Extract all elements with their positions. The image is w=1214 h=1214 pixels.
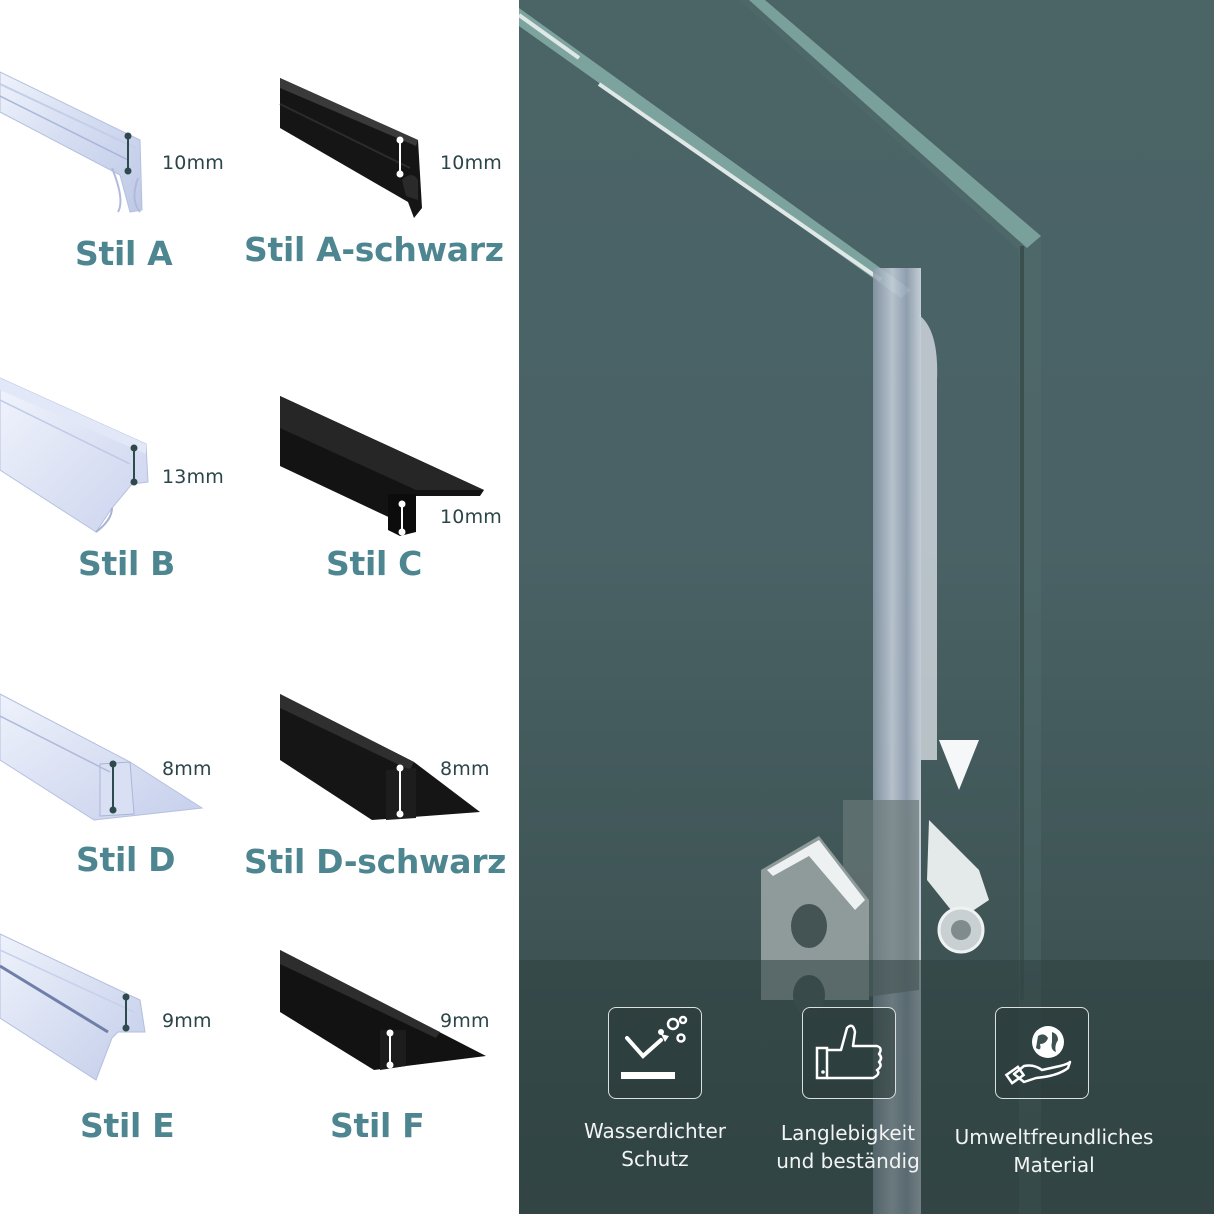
size-label: 10mm [440,152,502,174]
product-stil-a-schwarz: 10mm Stil A-schwarz [240,0,520,300]
product-stil-e: 9mm Stil E [0,920,260,1160]
style-label: Stil F [330,1106,425,1145]
eco-globe-hand-icon [1004,1026,1072,1085]
feature-line2: Schutz [621,1147,689,1171]
shower-glass-photo: Wasserdichter Schutz Langlebigkeit und b… [519,0,1214,1214]
feature-line2: und beständig [776,1149,920,1173]
size-label: 9mm [440,1010,490,1032]
clear-seal-strip-image [0,377,149,533]
feature-line2: Material [1013,1153,1095,1177]
clear-seal-strip-image [0,71,143,213]
product-stil-d-schwarz: 8mm Stil D-schwarz [240,680,520,900]
feature-durability-badge [802,1007,896,1099]
clear-seal-strip-image [0,933,146,1081]
feature-waterproof-text: Wasserdichter Schutz [535,1117,775,1173]
size-label: 8mm [440,758,490,780]
feature-line1: Umweltfreundliches [954,1125,1154,1149]
style-label: Stil B [78,544,176,583]
size-label: 9mm [162,1010,212,1032]
product-stil-f: 9mm Stil F [240,920,520,1160]
waterproof-icon [621,1015,688,1079]
product-stil-d: 8mm Stil D [0,680,260,900]
black-seal-strip-image [280,950,486,1070]
feature-eco-badge [995,1007,1089,1099]
style-label: Stil C [326,544,423,583]
product-stil-a: 10mm Stil A [0,0,260,300]
feature-line1: Langlebigkeit [780,1121,916,1145]
size-label: 10mm [162,152,224,174]
product-stil-c: 10mm Stil C [240,360,520,610]
style-label: Stil A [75,234,173,273]
black-seal-strip-image [279,78,422,218]
style-label: Stil D-schwarz [244,842,507,881]
feature-line1: Wasserdichter [583,1119,727,1143]
size-label: 10mm [440,506,502,528]
size-label: 13mm [162,466,224,488]
black-seal-strip-image [280,694,480,820]
style-label: Stil D [76,840,176,879]
feature-waterproof-badge [608,1007,702,1099]
black-seal-strip-image [280,396,484,536]
style-label: Stil E [80,1106,175,1145]
feature-durability-text: Langlebigkeit und beständig [728,1119,968,1175]
thumbs-up-icon [815,1024,883,1080]
style-label: Stil A-schwarz [244,230,504,269]
feature-eco-text: Umweltfreundliches Material [934,1123,1174,1179]
product-catalog: 10mm Stil A 10mm Stil A-schwarz [0,0,519,1214]
product-stil-b: 13mm Stil B [0,360,260,610]
size-label: 8mm [162,758,212,780]
clear-seal-strip-image [0,693,204,821]
